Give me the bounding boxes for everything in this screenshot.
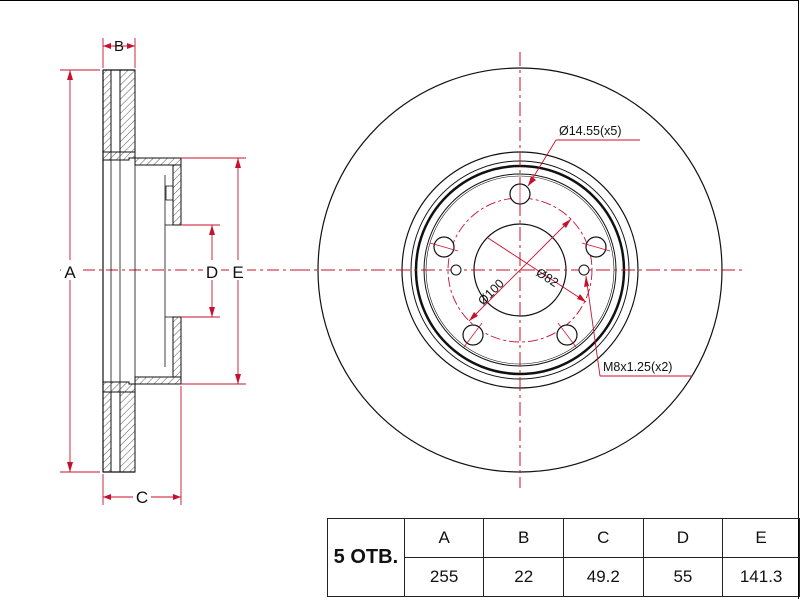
spec-table: 5 ОТВ. A B C D E 255 22 49.2 55 141.3 xyxy=(327,518,800,597)
outer-friction-ring-top xyxy=(102,69,112,153)
value-a: 255 xyxy=(403,557,485,597)
callout-bore-text: Ø82 xyxy=(533,265,560,290)
threaded-hole xyxy=(578,264,590,276)
callout-hole-text: Ø14.55(x5) xyxy=(559,124,622,138)
threaded-hole xyxy=(450,264,462,276)
label-c: C xyxy=(136,488,148,507)
dimension-b: B xyxy=(102,38,136,68)
hat-section-bottom xyxy=(102,376,182,393)
dimension-e: E xyxy=(181,157,247,385)
value-e: 141.3 xyxy=(722,557,800,597)
label-d: D xyxy=(206,263,218,282)
header-d: D xyxy=(642,518,724,558)
label-e: E xyxy=(232,263,243,282)
callout-thread-text: M8x1.25(x2) xyxy=(603,360,672,374)
value-b: 22 xyxy=(483,557,564,597)
hub-face-bottom xyxy=(172,316,182,378)
header-a: A xyxy=(403,518,485,558)
value-c: 49.2 xyxy=(562,557,644,597)
callout-pcd-text: Ø100 xyxy=(475,276,507,308)
callout-thread: M8x1.25(x2) xyxy=(584,275,692,377)
hat-section-top xyxy=(102,151,182,166)
inner-friction-ring-bottom xyxy=(119,391,136,473)
front-view: Ø14.55(x5) Ø100 Ø82 M8x1.25(x2) xyxy=(296,52,742,488)
spec-header-row: 5 ОТВ. A B C D E xyxy=(327,518,800,597)
value-d: 55 xyxy=(642,557,724,597)
side-section-view: A B C D xyxy=(60,38,300,507)
header-c: C xyxy=(562,518,644,558)
dimension-a: A xyxy=(60,69,100,473)
label-a: A xyxy=(64,263,76,282)
dimension-c: C xyxy=(102,386,182,507)
spec-value-row: 255 22 49.2 55 141.3 xyxy=(328,557,800,597)
label-b: B xyxy=(114,38,124,55)
inner-friction-ring-top xyxy=(119,69,136,153)
header-b: B xyxy=(483,518,564,558)
dimension-d: D xyxy=(181,224,221,318)
hub-face-top xyxy=(172,164,182,226)
outer-friction-ring-bottom xyxy=(102,391,112,473)
holes-count-cell: 5 ОТВ. xyxy=(327,518,405,597)
threaded-holes xyxy=(450,264,590,276)
callout-hole-diameter: Ø14.55(x5) xyxy=(527,124,640,187)
header-e: E xyxy=(722,518,800,558)
